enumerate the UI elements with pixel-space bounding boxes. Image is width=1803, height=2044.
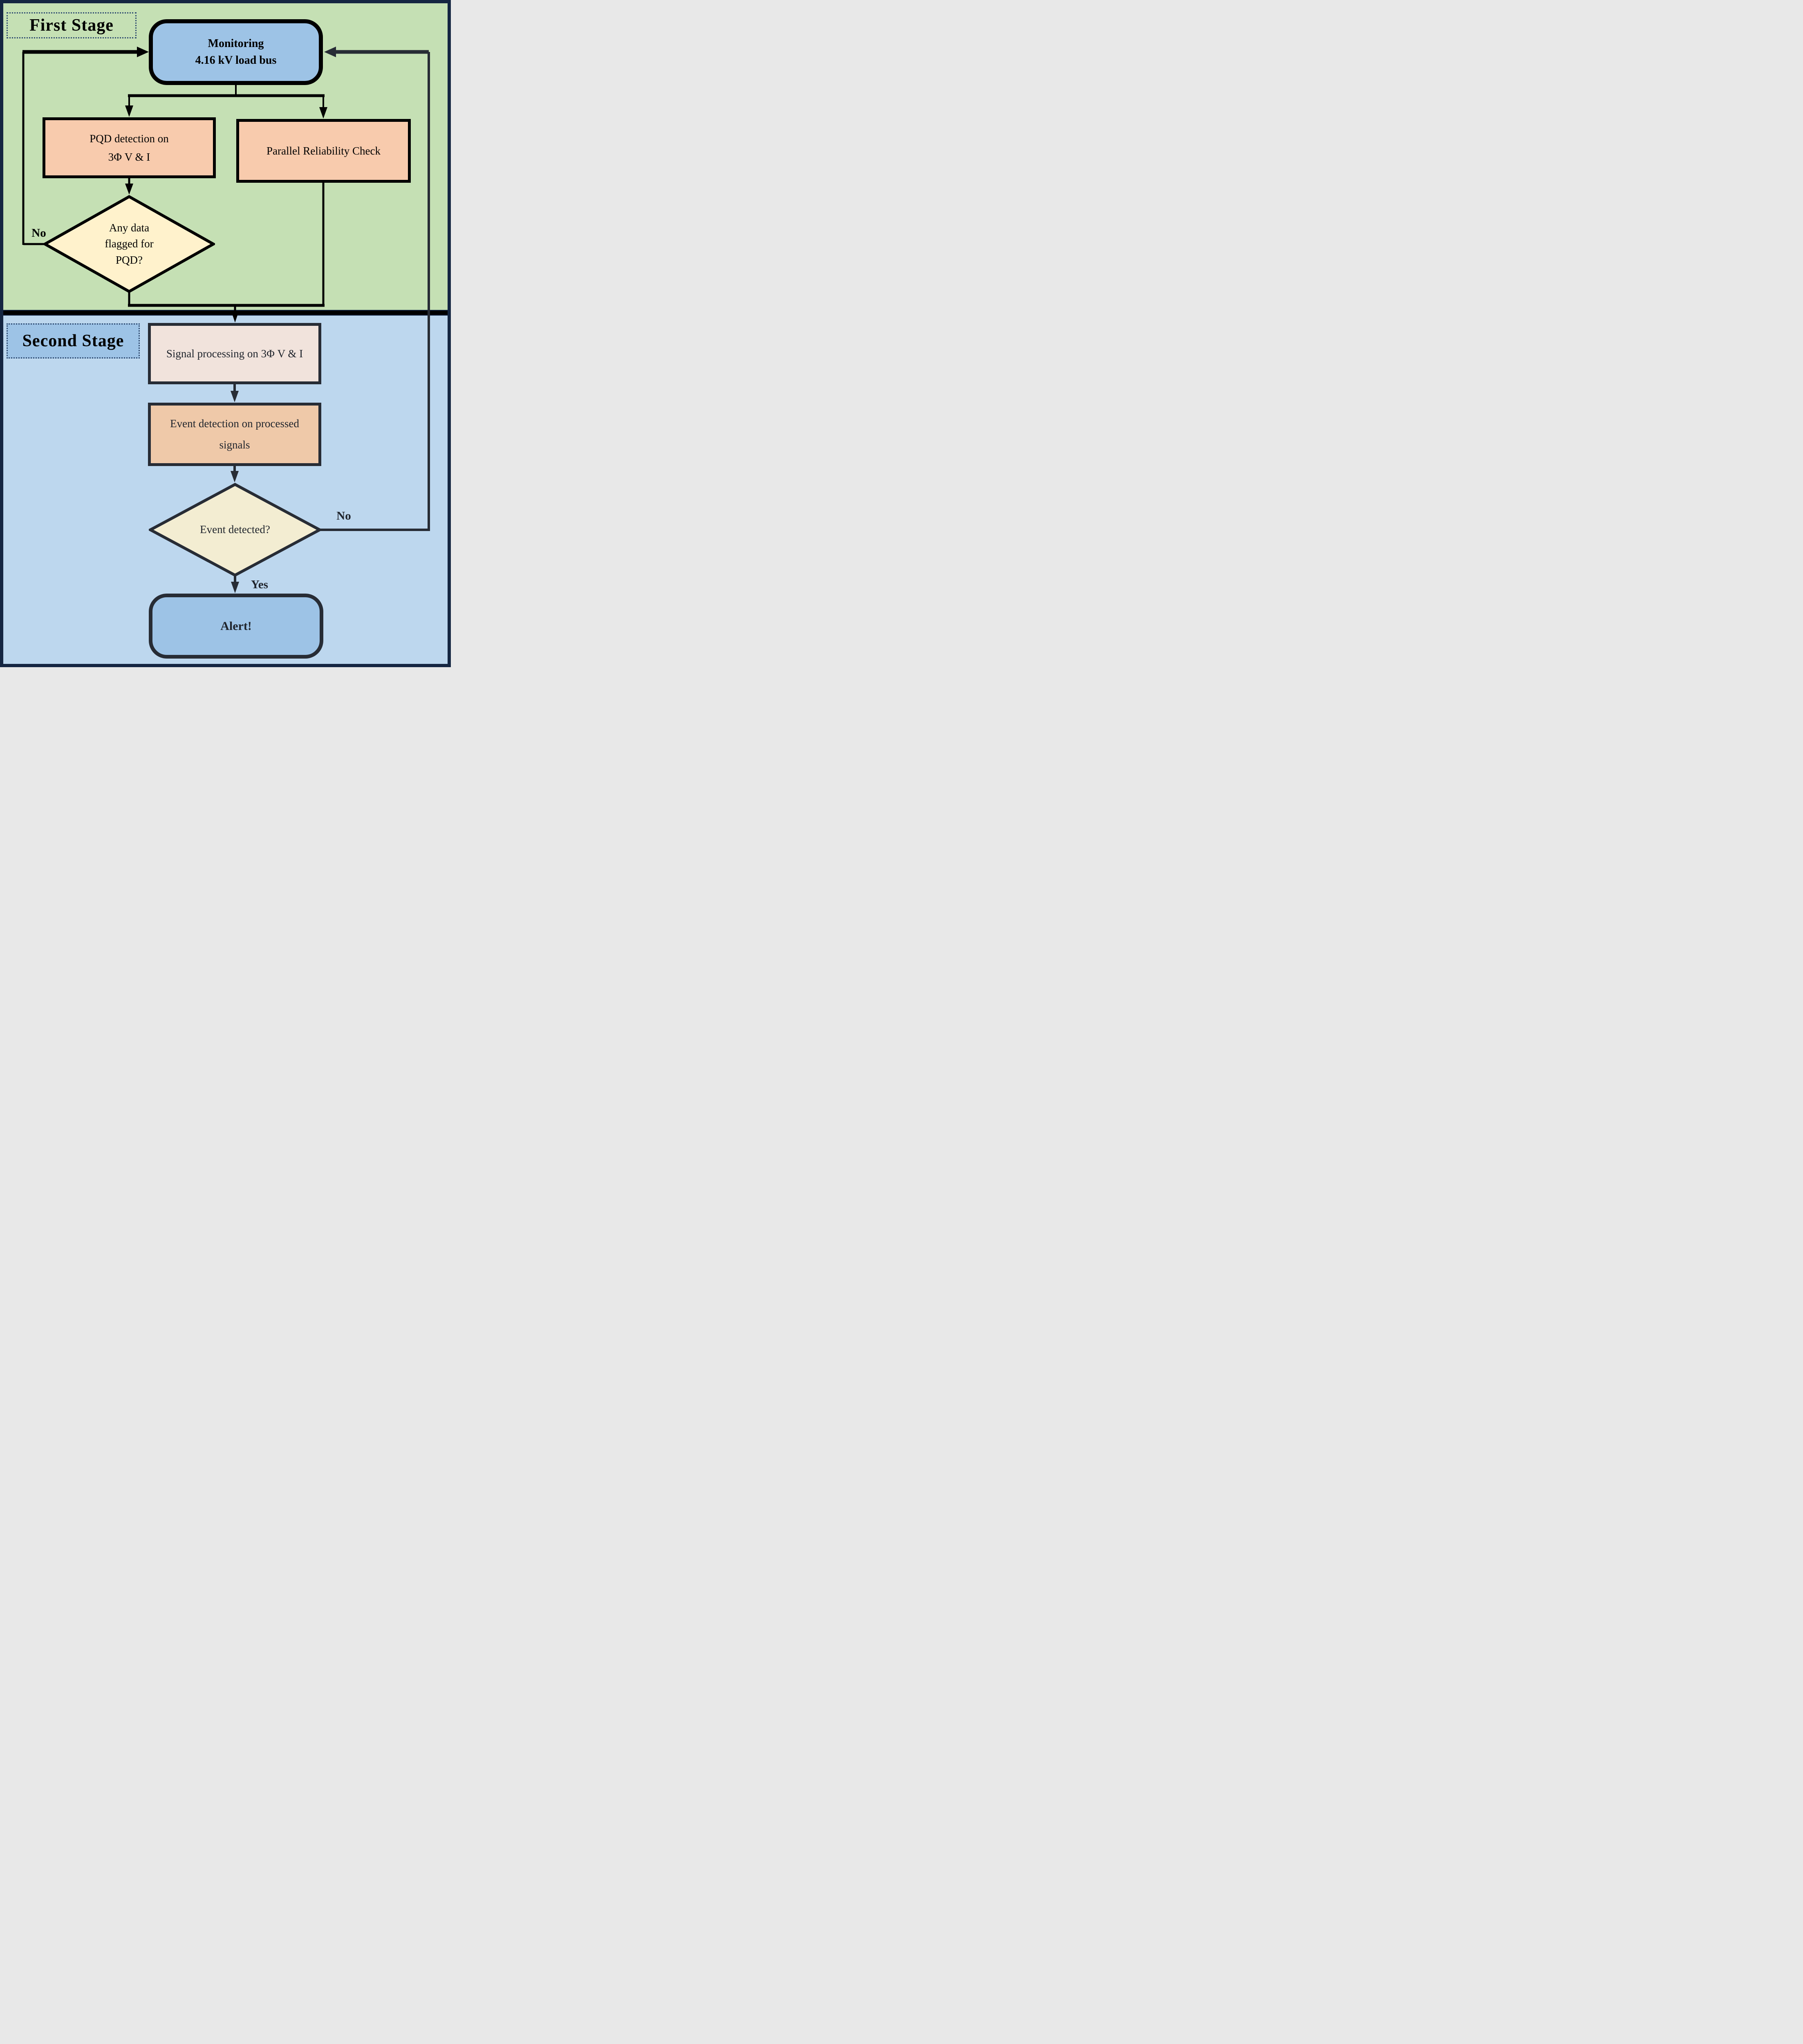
node-parallel-check: Parallel Reliability Check [236,119,411,183]
node-event-detection: Event detection on processed signals [148,403,321,466]
pqd-decision-line2: flagged for [105,238,154,250]
pqd-decision-shape [43,195,215,293]
edge-label-event-no: No [336,509,351,522]
signal-processing-label: Signal processing on 3Φ V & I [166,347,303,360]
node-monitoring: Monitoring 4.16 kV load bus [149,19,323,85]
edge-label-pqd-no: No [31,226,46,240]
node-alert: Alert! [149,594,323,659]
first-stage-label: First Stage [29,16,114,35]
monitoring-label-line1: Monitoring [208,37,264,50]
pqd-detection-line2: 3Φ V & I [108,150,150,163]
event-detection-line2: signals [219,438,250,451]
first-stage-label-box: First Stage [7,12,137,38]
arrowhead-into-pqd-decision [125,184,133,195]
monitoring-label-line2: 4.16 kV load bus [195,54,277,67]
alert-label: Alert! [220,619,252,633]
arrowhead-into-event-decision [231,471,239,482]
edge-label-event-yes: Yes [251,578,268,591]
second-stage-label-box: Second Stage [7,323,140,359]
pqd-decision-line3: PQD? [116,253,143,266]
pqd-detection-line1: PQD detection on [90,132,169,145]
pqd-decision-diamond [43,195,215,293]
event-decision-diamond [149,483,321,577]
flow-connectors [22,47,430,593]
event-decision-text: Event detected? [200,523,270,536]
node-event-decision: Event detected? [149,483,321,577]
flowchart-page: First Stage Second Stage Monitoring 4.16… [0,0,451,667]
arrowhead-into-monitoring-right [324,47,336,57]
node-signal-processing: Signal processing on 3Φ V & I [148,323,321,384]
event-detection-line1: Event detection on processed [170,417,299,430]
arrowhead-into-parallel [319,107,327,119]
arrowhead-into-alert [231,582,239,593]
stage-divider-bar [3,310,448,316]
pqd-decision-label: Any data flagged for PQD? [43,195,215,293]
arrowhead-into-event [231,391,239,402]
pqd-decision-line1: Any data [109,222,150,234]
arrowhead-into-pqd [125,105,133,117]
event-decision-label: Event detected? [149,483,321,577]
event-decision-shape [149,483,321,577]
node-pqd-decision: Any data flagged for PQD? [43,195,215,293]
parallel-check-label: Parallel Reliability Check [267,144,381,157]
node-pqd-detection: PQD detection on 3Φ V & I [43,117,216,178]
arrowhead-into-monitoring-left [137,47,149,57]
second-stage-label: Second Stage [22,332,124,350]
arrowhead-into-signal [231,312,239,323]
